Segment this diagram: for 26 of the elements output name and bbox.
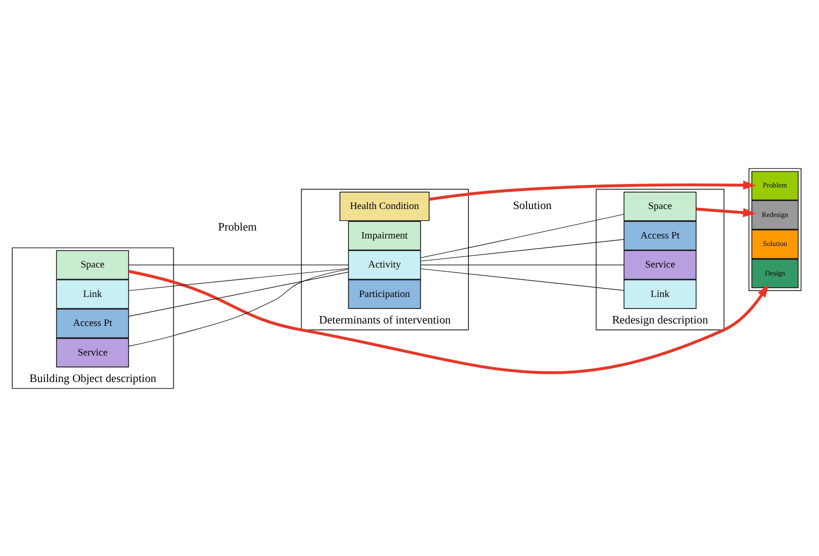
node-box: Service xyxy=(56,338,129,367)
label: Problem xyxy=(218,221,257,234)
connector xyxy=(128,268,349,290)
node-box: Space xyxy=(624,191,696,221)
connector xyxy=(420,268,624,290)
connector xyxy=(420,238,624,261)
label: Solution xyxy=(512,200,552,212)
connector xyxy=(128,271,349,316)
connector xyxy=(128,264,349,265)
node-box: Link xyxy=(56,279,129,308)
node-box: Activity xyxy=(348,250,421,280)
connector xyxy=(420,264,624,265)
cluster xyxy=(748,168,802,290)
node-box: Health Condition xyxy=(340,191,430,221)
node-box: Space xyxy=(56,250,129,280)
arrow xyxy=(128,269,769,374)
node-box: Access Pt xyxy=(56,308,129,338)
connector xyxy=(420,213,624,258)
node-box: Impairment xyxy=(348,220,421,250)
node-box: Link xyxy=(624,279,696,308)
arrow xyxy=(696,207,756,217)
node-box: Participation xyxy=(348,279,421,308)
node-box: Service xyxy=(624,250,696,280)
arrow xyxy=(428,180,756,200)
node-box: Access Pt xyxy=(624,220,696,250)
connector xyxy=(128,268,349,346)
